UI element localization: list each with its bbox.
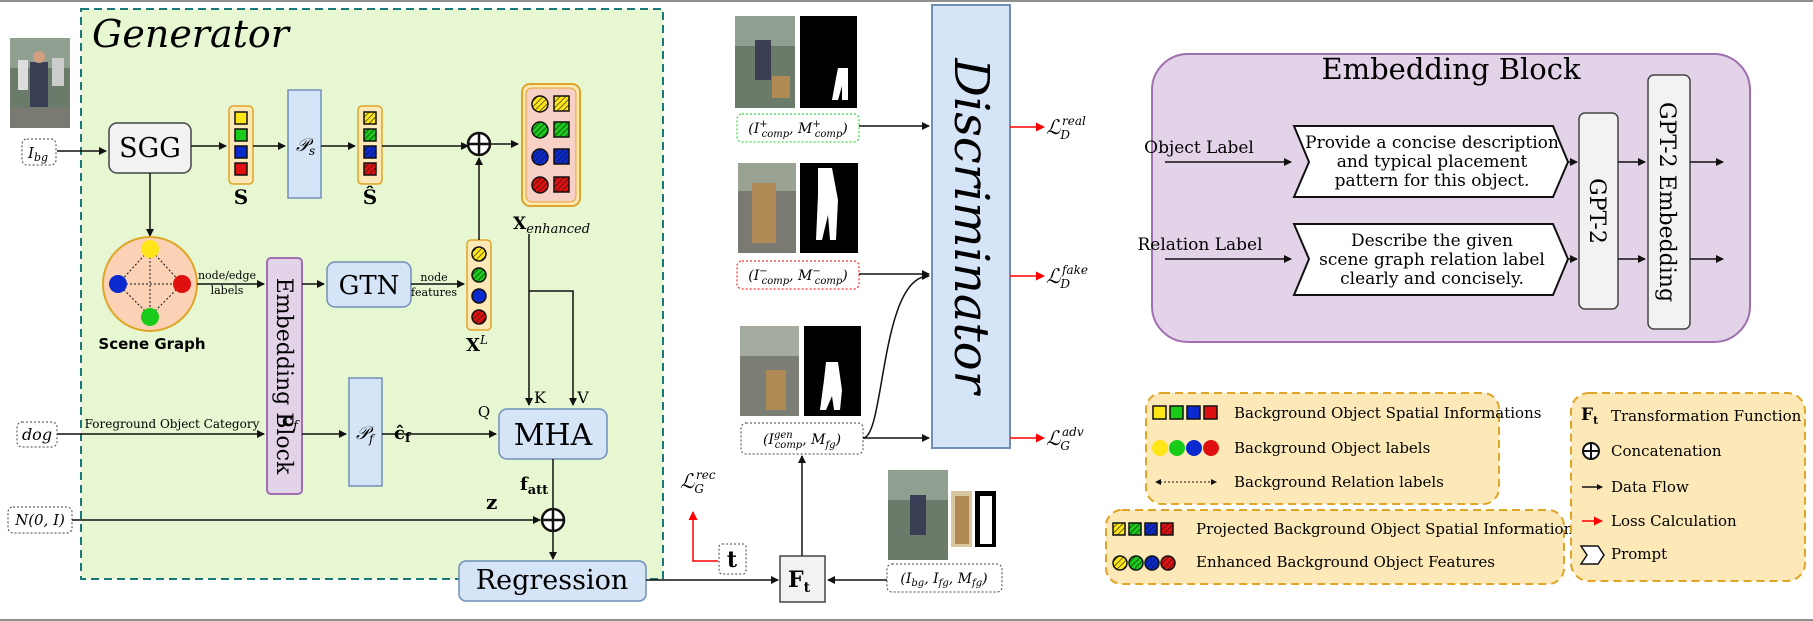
gtn-label: GTN (339, 271, 400, 301)
mha-label: MHA (514, 418, 593, 453)
background-image (10, 38, 70, 128)
object-prompt-line3: pattern for this object. (1335, 171, 1530, 191)
s-label: S (234, 185, 248, 209)
foreground-category-label: Foreground Object Category (85, 417, 260, 431)
node-edge-labels-line2: labels (211, 284, 244, 297)
negative-pair-box (736, 260, 860, 290)
scene-graph-icon (102, 236, 198, 332)
gpt2-embedding-label: GPT-2 Embedding (1654, 102, 1679, 302)
gpt2-embedding-box (1647, 74, 1691, 330)
embedding-block-vertical-label: Embedding Block (271, 278, 296, 475)
object-prompt-shape (1292, 125, 1570, 198)
legend-enhanced-label: Enhanced Background Object Features (1196, 553, 1495, 571)
legend-projected-label: Projected Background Object Spatial Info… (1196, 520, 1581, 538)
object-label-text: Object Label (1144, 138, 1254, 158)
node-edge-labels-line1: node/edge (198, 269, 256, 282)
legend-spatial-swatch (1152, 405, 1218, 420)
legend-labels-swatch (1152, 440, 1219, 456)
legend-concat-label: Concatenation (1611, 442, 1722, 460)
concat-top-icon (466, 131, 492, 157)
regression-label: Regression (476, 565, 628, 596)
pf-box (348, 377, 383, 487)
s-hat-tokens (357, 105, 383, 185)
triplet-images (888, 470, 996, 560)
input-ibg-box (21, 138, 57, 166)
legend-prompt-label: Prompt (1611, 545, 1667, 563)
ps-box (287, 89, 322, 199)
z-label: z (486, 490, 497, 514)
legend-concat-icon (1582, 442, 1600, 460)
regression-box (458, 560, 647, 602)
positive-pair-box (736, 113, 860, 143)
object-prompt-line2: and typical placement (1337, 152, 1528, 172)
x-enhanced-tokens (521, 83, 581, 207)
s-hat-label: Ŝ (363, 184, 377, 209)
negative-sample-images (738, 163, 858, 253)
embedding-block-box (266, 257, 303, 495)
legend-ft-label: Transformation Function (1611, 407, 1802, 425)
input-noise-label: N(0, I) (14, 511, 65, 529)
q-label: Q (478, 403, 490, 421)
k-label: K (534, 388, 547, 407)
concat-bottom-icon (540, 507, 566, 533)
legend-panel-c (1570, 392, 1806, 582)
discriminator-label: Discriminator (943, 57, 999, 396)
ft-box (779, 555, 826, 603)
t-box (718, 543, 747, 575)
legend-enhanced-swatch (1112, 555, 1176, 571)
generator-title: Generator (92, 12, 292, 56)
gpt2-label: GPT-2 (1584, 178, 1609, 244)
legend-loss-label: Loss Calculation (1611, 512, 1737, 530)
relation-label-text: Relation Label (1137, 235, 1262, 255)
legend-panel-b (1105, 509, 1565, 585)
input-dog-label: dog (22, 425, 52, 444)
legend-projected-swatch (1112, 522, 1174, 536)
relation-prompt-line2: scene graph relation label (1319, 250, 1545, 270)
loss-fake-label: ℒDfake (1046, 263, 1088, 291)
relation-prompt-line1: Describe the given (1351, 231, 1513, 251)
relation-prompt-line3: clearly and concisely. (1340, 269, 1524, 289)
loss-real-label: ℒDreal (1046, 114, 1086, 142)
input-triplet-box (886, 563, 1003, 593)
legend-panel-a (1145, 392, 1500, 505)
t-label: t (727, 547, 738, 573)
s-tokens (228, 105, 254, 185)
v-label: V (576, 388, 589, 407)
legend-flow-label: Data Flow (1611, 478, 1689, 496)
sgg-label: SGG (119, 133, 181, 164)
generated-pair-box (740, 422, 864, 455)
generated-sample-images (740, 326, 861, 416)
gpt2-box (1578, 112, 1619, 310)
loss-adv-label: ℒGadv (1046, 425, 1084, 453)
scene-graph-label: Scene Graph (98, 335, 205, 353)
legend-labels-label: Background Object labels (1234, 439, 1430, 457)
legend-spatial-label: Background Object Spatial Informations (1234, 404, 1541, 422)
legend-relations-label: Background Relation labels (1234, 473, 1444, 491)
discriminator-box (931, 4, 1011, 449)
embedding-block-title: Embedding Block (1321, 52, 1581, 86)
object-prompt-line1: Provide a concise description (1305, 133, 1559, 153)
positive-sample-images (735, 16, 857, 108)
xl-tokens (466, 239, 492, 331)
node-features-line2: features (411, 286, 457, 299)
relation-prompt-shape (1292, 223, 1570, 296)
legend-prompt-icon (1579, 545, 1605, 565)
loss-rec-label: ℒGrec (680, 468, 716, 496)
node-features-line1: node (420, 271, 447, 284)
